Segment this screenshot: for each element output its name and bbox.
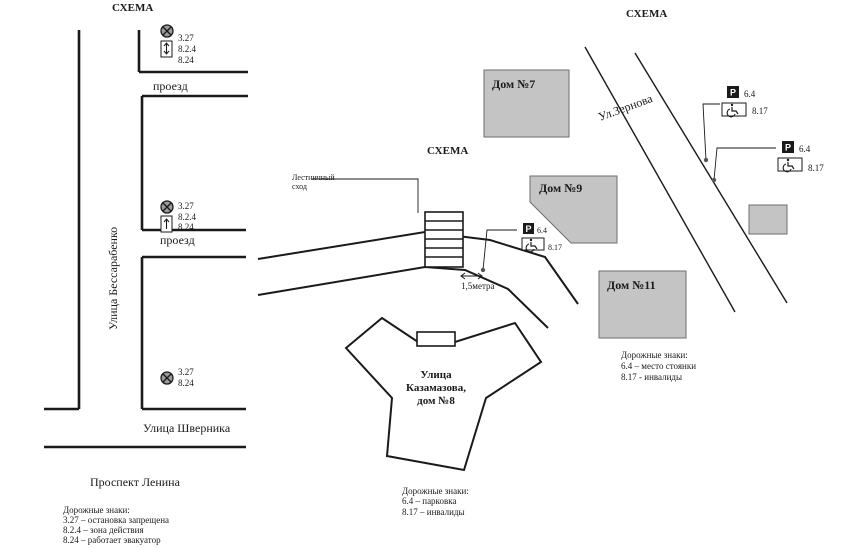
building-kazamazova-8 [344,316,543,472]
street-label-shvernika: Улица Шверника [143,421,231,435]
legend-title: Дорожные знаки: [402,486,469,496]
width-arrow-icon [460,272,483,280]
parking-sign-icon [782,141,794,153]
stairs-label: сход [292,182,307,191]
sign-leader-line [702,103,720,161]
legend-title: Дорожные знаки: [63,505,130,515]
parking-symbol: P [730,88,736,98]
legend-line: 8.24 – работает эвакуатор [63,535,161,545]
disabled-sign-icon [521,237,545,251]
building-dom7 [483,69,570,138]
no-stopping-sign-icon [160,371,174,385]
sign-group-3: 3.27 8.24 [160,367,194,388]
sign-leader-line [482,229,517,271]
sign-code: 6.4 [744,89,756,99]
road-zernova-east-edge [634,52,788,304]
parking-sign-2: P 6.4 8.17 [702,86,768,163]
street-label-proezd-top: проезд [153,79,188,93]
right-legend: Дорожные знаки: 6.4 – место стоянки 8.17… [621,350,696,382]
legend-line: 3.27 – остановка запрещена [63,515,169,525]
parking-symbol: P [525,224,531,234]
sign-code: 8.24 [178,222,194,232]
no-stopping-sign-icon [160,24,174,38]
street-label-proezd-mid: проезд [160,233,195,247]
center-scheme-title: СХЕМА [427,145,468,157]
building-main-label: Казамазова, [406,382,466,394]
zone-arrows-sign-icon [160,40,173,58]
sign-code: 8.2.4 [178,212,197,222]
parking-sign-3: P 6.4 8.17 [711,141,824,183]
street-label-bessarabenko: Улица Бессарабенко [106,227,120,330]
building-dom9-label: Дом №9 [539,181,582,195]
sign-code: 6.4 [799,144,811,154]
legend-title: Дорожные знаки: [621,350,688,360]
legend-line: 6.4 – место стоянки [621,361,696,371]
sign-pole-dot [703,157,709,163]
sign-code: 8.17 [752,106,768,116]
no-stopping-sign-icon [160,200,174,214]
sign-group-2: 3.27 8.2.4 8.24 [160,200,197,233]
building-entrance [416,331,456,347]
parking-symbol: P [785,143,791,153]
legend-line: 8.17 - инвалиды [621,372,682,382]
road-zernova-west-edge [584,46,736,313]
sign-code: 3.27 [178,201,194,211]
sign-code: 6.4 [537,226,547,235]
width-label: 1,5метра [461,281,494,291]
road-access-south-edge [257,265,549,329]
building-dom11-label: Дом №11 [607,278,656,292]
parking-sign-1: P 6.4 8.17 [480,223,562,273]
building-main-label: Улица [420,369,452,381]
street-label-lenina: Проспект Ленина [90,475,181,489]
left-scheme-title: СХЕМА [112,2,153,14]
sign-code: 3.27 [178,367,194,377]
road-access-north-edge [257,230,579,305]
stairs-leader-line [312,178,419,213]
building-unnamed [748,204,788,235]
building-main-label: дом №8 [417,395,455,407]
stairs-label: Лестничный [292,173,335,182]
building-dom7-label: Дом №7 [492,77,535,91]
sign-pole-dot [480,267,486,273]
sign-code: 8.24 [178,55,194,65]
center-legend: Дорожные знаки: 6.4 – парковка 8.17 – ин… [402,486,469,517]
legend-line: 8.17 – инвалиды [402,507,465,517]
legend-line: 8.2.4 – зона действия [63,525,144,535]
parking-sign-icon [727,86,739,98]
sign-code: 8.17 [548,243,562,252]
sign-code: 3.27 [178,33,194,43]
sign-code: 8.2.4 [178,44,197,54]
right-scheme: СХЕМА СХЕМА Ул.Зернова Лестничный сход 1… [257,8,824,517]
stairs [424,211,464,268]
sign-pole-dot [711,177,717,183]
parking-sign-icon [523,223,534,234]
sign-code: 8.17 [808,163,824,173]
disabled-sign-icon [777,157,803,172]
sign-leader-line [713,147,776,181]
right-scheme-title: СХЕМА [626,8,667,20]
left-scheme: СХЕМА Улица Бессарабенко проезд проезд У… [44,2,248,545]
disabled-sign-icon [721,102,747,117]
sign-group-1: 3.27 8.2.4 8.24 [160,24,197,65]
building-dom9 [529,175,618,244]
legend-line: 6.4 – парковка [402,496,456,506]
zone-arrow-up-sign-icon [160,215,173,233]
building-dom11 [598,270,687,339]
sign-code: 8.24 [178,378,194,388]
left-legend: Дорожные знаки: 3.27 – остановка запреще… [63,505,169,545]
